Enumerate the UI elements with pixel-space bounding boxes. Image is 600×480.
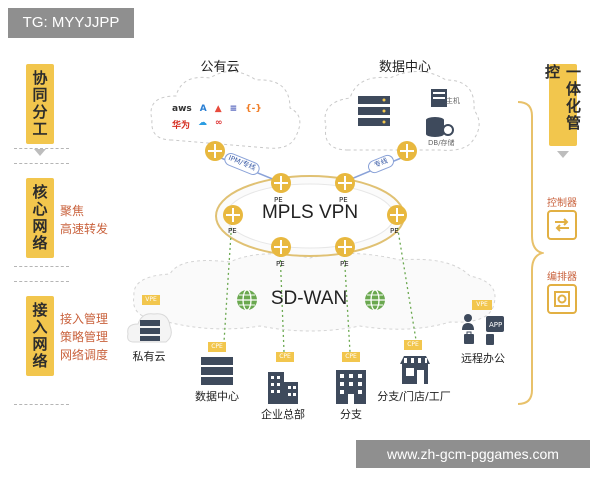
- site-label: 分支/门店/工厂: [377, 390, 451, 403]
- server-rack-icon: [358, 96, 390, 126]
- store-icon: [400, 356, 430, 384]
- pe-label: PE: [390, 227, 399, 235]
- database-icon: [426, 117, 454, 137]
- public-cloud-label: 公有云: [200, 60, 240, 75]
- site-tag: VPE: [142, 295, 160, 305]
- router-node-icon: [205, 141, 225, 161]
- core-feature-list: 聚焦 高速转发: [60, 202, 108, 238]
- svg-text:APP: APP: [489, 321, 502, 329]
- section-unified-title: 一体化管控: [543, 64, 582, 132]
- pe-label: PE: [228, 227, 237, 235]
- core-feature-item: 聚焦: [60, 204, 85, 218]
- router-node-icon: [387, 205, 407, 225]
- drop-line: [279, 249, 285, 353]
- watermark-url: www.zh-gcm-pggames.com: [356, 440, 590, 468]
- infinity-logo-icon: ∞: [215, 118, 223, 128]
- access-feature-item: 接入管理: [60, 312, 109, 326]
- separator-5: [14, 404, 69, 405]
- gcp-logo-icon: ▲: [214, 104, 222, 114]
- sdwan-label: SD-WAN: [270, 288, 348, 309]
- router-node-icon: [271, 173, 291, 193]
- router-node-icon: [397, 141, 417, 161]
- site-label: 数据中心: [195, 390, 239, 403]
- site-label: 私有云: [132, 350, 166, 363]
- separator-2: [14, 163, 69, 164]
- host-icon: [431, 89, 447, 107]
- public-cloud-shape: [150, 71, 301, 149]
- router-node-icon: [335, 173, 355, 193]
- branch-building-icon: [336, 370, 366, 404]
- server-icon: [201, 357, 233, 385]
- router-node-icon: [223, 205, 243, 225]
- headquarters-building-icon: [268, 372, 298, 404]
- orchestrator-label: 编排器: [547, 272, 577, 283]
- chevron-down-icon: [34, 149, 46, 156]
- access-feature-list: 接入管理 策略管理 网络调度: [60, 310, 108, 364]
- pe-label: PE: [274, 196, 283, 204]
- globe-icon: [365, 289, 385, 311]
- pe-label: PE: [276, 260, 285, 268]
- mpls-vpn-label: MPLS VPN: [261, 202, 359, 223]
- chevron-down-icon: [557, 151, 569, 158]
- tencent-logo-icon: ☁: [198, 118, 208, 128]
- db-label: DB/存储: [428, 139, 455, 147]
- huawei-logo-icon: 华为: [172, 121, 191, 131]
- drop-line: [343, 249, 351, 353]
- section-access-network: 接入网络: [26, 296, 54, 376]
- azure-logo-icon: A: [199, 104, 207, 114]
- site-tag: CPE: [208, 342, 226, 352]
- separator-1: [14, 148, 69, 149]
- access-feature-item: 策略管理: [60, 330, 109, 344]
- tg-badge: TG: MYYJJPP: [8, 8, 134, 38]
- aliyun-logo-icon: {-}: [245, 104, 262, 114]
- site-tag: CPE: [404, 340, 422, 350]
- site-tag: VPE: [472, 300, 492, 310]
- aws-logo-icon: aws: [172, 104, 192, 114]
- core-feature-item: 高速转发: [60, 222, 109, 236]
- site-label: 远程办公: [461, 352, 505, 365]
- site-label: 企业总部: [261, 408, 305, 421]
- site-tag: CPE: [276, 352, 294, 362]
- private-cloud-icon: [127, 313, 172, 343]
- section-access-title: 接入网络: [30, 302, 49, 370]
- router-node-icon: [271, 237, 291, 257]
- site-tag: CPE: [342, 352, 360, 362]
- controller-icon: [547, 210, 577, 240]
- drop-line: [223, 217, 233, 343]
- section-collaboration-title: 协同分工: [30, 70, 49, 138]
- datacenter-cloud-label: 数据中心: [378, 60, 431, 75]
- access-feature-item: 网络调度: [60, 348, 109, 362]
- datacenter-cloud-shape: [324, 71, 480, 151]
- section-core-network: 核心网络: [26, 178, 54, 258]
- link-tag-public: [224, 153, 260, 175]
- stack-logo-icon: ≡: [229, 104, 238, 114]
- section-unified-management: 一体化管控: [543, 64, 582, 146]
- section-core-title: 核心网络: [30, 184, 49, 252]
- cloud-provider-logos: aws A ▲ ≡ {-} 华为 ☁ ∞: [172, 104, 276, 131]
- router-node-icon: [335, 237, 355, 257]
- link-tag-dc: [368, 154, 394, 174]
- pe-label: PE: [340, 260, 349, 268]
- section-collaboration: 协同分工: [26, 64, 54, 144]
- separator-4: [14, 281, 69, 282]
- drop-line: [395, 217, 417, 341]
- management-bracket: [517, 101, 544, 405]
- controller-label: 控制器: [547, 198, 577, 209]
- separator-3: [14, 266, 69, 267]
- host-label: 主机: [446, 97, 460, 105]
- pe-label: PE: [339, 196, 348, 204]
- orchestrator-icon: [547, 284, 577, 314]
- site-label: 分支: [340, 408, 362, 421]
- remote-office-icon: APP: [462, 314, 504, 345]
- globe-icon: [237, 289, 257, 311]
